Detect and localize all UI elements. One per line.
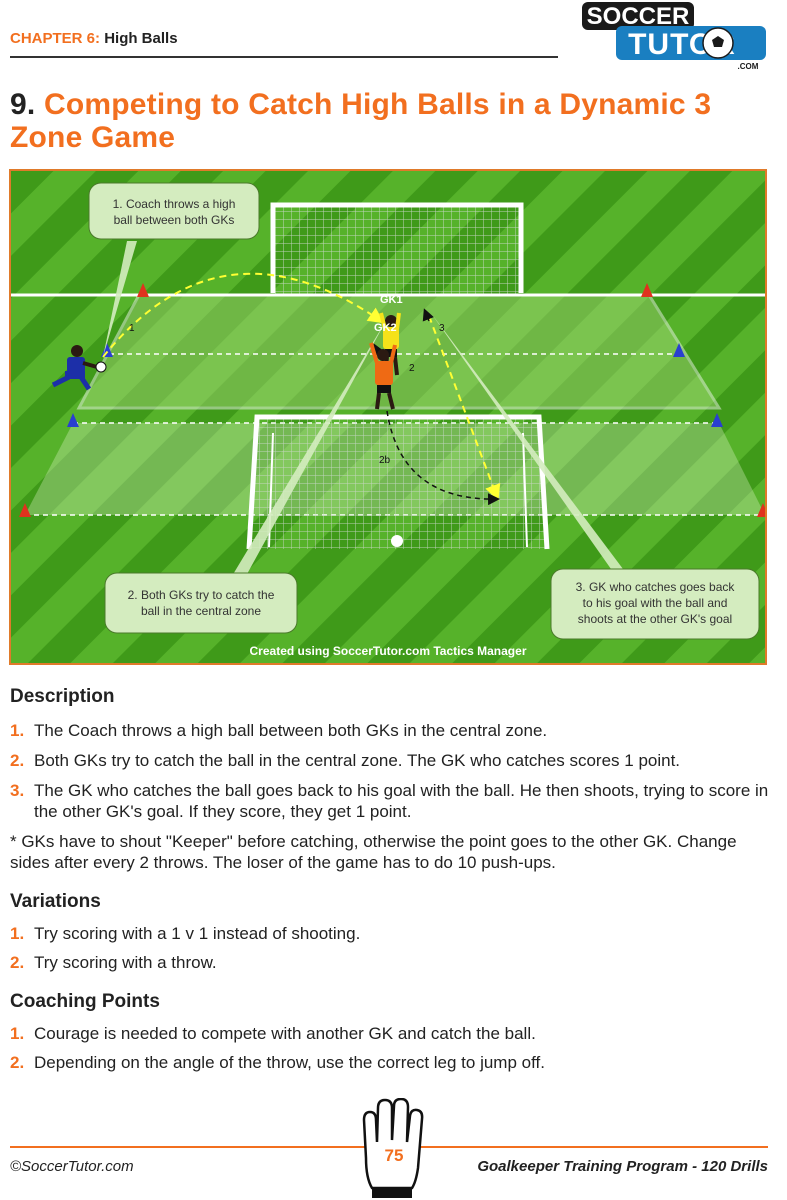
page-number: 75 xyxy=(385,1146,404,1165)
step-label-3: 3 xyxy=(439,323,445,334)
chapter-header: CHAPTER 6: High Balls xyxy=(10,30,178,47)
description-item: 2. Both GKs try to catch the ball in the … xyxy=(10,750,770,771)
drill-title: 9. Competing to Catch High Balls in a Dy… xyxy=(10,88,770,154)
item-number: 1. xyxy=(10,721,25,740)
callout2-pointer xyxy=(229,319,387,585)
throw-arrow xyxy=(102,272,385,358)
shot-arrow xyxy=(428,315,501,501)
run-arrow xyxy=(386,410,500,506)
variation-item: 2. Try scoring with a throw. xyxy=(10,952,770,973)
item-text: Depending on the angle of the throw, use… xyxy=(34,1053,545,1072)
coaching-item: 2. Depending on the angle of the throw, u… xyxy=(10,1052,770,1073)
item-number: 1. xyxy=(10,1024,25,1043)
cone-icon xyxy=(137,283,149,297)
near-goal xyxy=(246,414,550,550)
callout-2-line2: ball in the central zone xyxy=(141,604,261,618)
item-text: Try scoring with a throw. xyxy=(34,953,217,972)
callout1-pointer xyxy=(103,241,137,357)
callout-3: 3. GK who catches goes back to his goal … xyxy=(550,568,760,640)
item-number: 3. xyxy=(10,781,25,800)
glove-icon: 75 xyxy=(362,1098,424,1198)
item-text: Try scoring with a 1 v 1 instead of shoo… xyxy=(34,924,361,943)
description-note: * GKs have to shout "Keeper" before catc… xyxy=(10,832,737,872)
callout-3-line2: to his goal with the ball and xyxy=(583,596,728,610)
chapter-name: High Balls xyxy=(104,30,178,47)
item-text: The Coach throws a high ball between bot… xyxy=(34,721,548,740)
step-label-1: 1 xyxy=(129,323,135,334)
central-zone xyxy=(76,293,722,410)
callout3-pointer xyxy=(431,313,623,569)
coach-figure-icon xyxy=(51,345,107,391)
item-text: Courage is needed to compete with anothe… xyxy=(34,1024,536,1043)
step-label-2b: 2b xyxy=(379,455,391,466)
step-label-2: 2 xyxy=(409,363,415,374)
tactics-diagram: GK1 GK2 1 2 3 2b 1. Coach throws a high … xyxy=(9,169,767,665)
gk2-figure-icon xyxy=(369,342,397,410)
item-text: The GK who catches the ball goes back to… xyxy=(34,781,769,821)
cone-icon xyxy=(641,283,653,297)
cone-icon xyxy=(19,503,31,517)
diagram-credit: Created using SoccerTutor.com Tactics Ma… xyxy=(250,644,527,658)
item-number: 1. xyxy=(10,924,25,943)
logo-soccer: SOCCER xyxy=(587,3,690,30)
item-text: Both GKs try to catch the ball in the ce… xyxy=(34,751,681,770)
item-number: 2. xyxy=(10,1053,25,1072)
callout-2-line1: 2. Both GKs try to catch the xyxy=(128,588,275,602)
coaching-item: 1. Courage is needed to compete with anot… xyxy=(10,1023,770,1044)
callout-1-line2: ball between both GKs xyxy=(114,213,235,227)
drill-title-text: Competing to Catch High Balls in a Dynam… xyxy=(10,88,712,154)
soccertutor-logo: SOCCER TUTOR .COM xyxy=(582,2,766,71)
drill-number: 9. xyxy=(10,88,36,121)
ball-icon xyxy=(391,535,403,547)
cone-icon xyxy=(711,413,723,427)
cone-icon xyxy=(757,503,765,517)
callout-2: 2. Both GKs try to catch the ball in the… xyxy=(104,572,298,634)
coaching-heading: Coaching Points xyxy=(10,991,160,1012)
description-heading: Description xyxy=(10,686,115,707)
gk1-label: GK1 xyxy=(380,294,403,306)
callout-3-line3: shoots at the other GK's goal xyxy=(578,612,732,626)
variations-heading: Variations xyxy=(10,891,101,912)
drill-content: Description 1. The Coach throws a high ba… xyxy=(10,686,770,1073)
footer-book-title: Goalkeeper Training Program - 120 Drills xyxy=(477,1158,768,1175)
logo-com: .COM xyxy=(738,62,759,71)
description-item: 3. The GK who catches the ball goes back … xyxy=(10,780,770,822)
chapter-number: CHAPTER 6: xyxy=(10,30,101,47)
footer-copyright: ©SoccerTutor.com xyxy=(10,1158,134,1175)
item-number: 2. xyxy=(10,953,25,972)
variation-item: 1. Try scoring with a 1 v 1 instead of sh… xyxy=(10,923,770,944)
callout-3-line1: 3. GK who catches goes back xyxy=(576,580,736,594)
description-item: 1. The Coach throws a high ball between b… xyxy=(10,720,770,741)
cone-icon xyxy=(67,413,79,427)
callout-1: 1. Coach throws a high ball between both… xyxy=(88,182,260,240)
far-goal xyxy=(270,202,524,295)
cone-icon xyxy=(673,343,685,357)
pitch-svg: GK1 GK2 1 2 3 2b 1. Coach throws a high … xyxy=(11,171,765,663)
callout-1-line1: 1. Coach throws a high xyxy=(113,197,236,211)
header-divider xyxy=(10,56,558,58)
gk2-label: GK2 xyxy=(374,322,397,334)
item-number: 2. xyxy=(10,751,25,770)
